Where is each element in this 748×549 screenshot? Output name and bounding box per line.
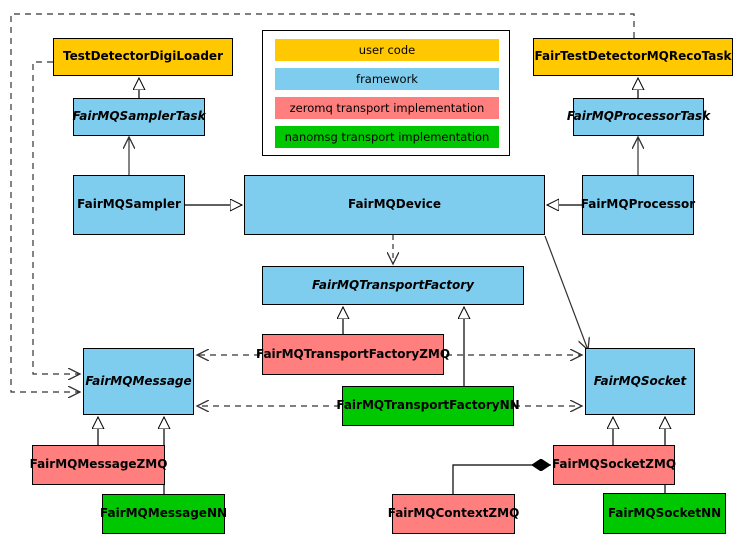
class-label: FairMQTransportFactory xyxy=(312,277,474,292)
class-label: FairMQSocket xyxy=(593,373,687,388)
edge-contextzmq-to-socketzmq xyxy=(452,465,551,494)
class-node-fairmqmessagezmq[interactable]: FairMQMessageZMQ xyxy=(29,445,168,485)
legend-item-zeromq: zeromq transport implementation xyxy=(275,97,499,119)
class-node-fairmqsocketzmq[interactable]: FairMQSocketZMQ xyxy=(551,445,677,485)
class-label: FairMQTransportFactoryNN xyxy=(336,398,520,413)
class-label: FairMQSocketNN xyxy=(607,505,722,520)
class-label: FairMQMessage xyxy=(85,373,192,388)
class-node-fairmqtransportfactoryzmq[interactable]: FairMQTransportFactoryZMQ xyxy=(256,334,450,375)
class-node-testdetectordigiloader[interactable]: TestDetectorDigiLoader xyxy=(53,38,233,76)
class-node-fairmqsamplertask[interactable]: FairMQSamplerTask xyxy=(72,98,206,136)
class-node-fairtestdetectormqrecotask[interactable]: FairTestDetectorMQRecoTask xyxy=(533,38,733,76)
legend-label-zeromq: zeromq transport implementation xyxy=(289,101,485,115)
legend-label-framework: framework xyxy=(356,72,418,86)
legend: user code framework zeromq transport imp… xyxy=(262,30,510,156)
class-node-fairmqdevice[interactable]: FairMQDevice xyxy=(244,175,545,235)
edge-device-to-socket xyxy=(544,235,588,350)
class-label: TestDetectorDigiLoader xyxy=(62,49,223,64)
legend-item-nanomsg: nanomsg transport implementation xyxy=(275,126,499,148)
class-node-fairmqsampler[interactable]: FairMQSampler xyxy=(73,175,185,235)
class-node-fairmqtransportfactorynn[interactable]: FairMQTransportFactoryNN xyxy=(336,386,520,426)
class-node-fairmqprocessortask[interactable]: FairMQProcessorTask xyxy=(567,98,710,136)
class-label: FairMQSocketZMQ xyxy=(551,457,677,472)
class-label: FairMQMessageZMQ xyxy=(29,457,168,472)
class-node-fairmqmessage[interactable]: FairMQMessage xyxy=(83,348,194,415)
class-label: FairTestDetectorMQRecoTask xyxy=(534,49,732,64)
class-label: FairMQTransportFactoryZMQ xyxy=(255,346,451,361)
legend-label-user-code: user code xyxy=(358,43,416,57)
class-node-fairmqprocessor[interactable]: FairMQProcessor xyxy=(580,175,696,235)
legend-item-user-code: user code xyxy=(275,39,499,61)
legend-item-framework: framework xyxy=(275,68,499,90)
class-node-fairmqmessagenn[interactable]: FairMQMessageNN xyxy=(99,494,228,534)
class-label: FairMQContextZMQ xyxy=(387,506,520,521)
class-node-fairmqsocketnn[interactable]: FairMQSocketNN xyxy=(603,493,726,534)
class-label: FairMQDevice xyxy=(347,197,442,212)
class-node-fairmqcontextzmq[interactable]: FairMQContextZMQ xyxy=(388,494,519,534)
class-node-fairmqsocket[interactable]: FairMQSocket xyxy=(585,348,695,415)
class-label: FairMQMessageNN xyxy=(99,506,228,521)
class-label: FairMQSampler xyxy=(77,197,181,212)
class-node-fairmqtransportfactory[interactable]: FairMQTransportFactory xyxy=(262,266,524,305)
legend-label-nanomsg: nanomsg transport implementation xyxy=(284,130,490,144)
class-label: FairMQProcessorTask xyxy=(566,109,711,124)
class-label: FairMQProcessor xyxy=(580,197,696,212)
class-label: FairMQSamplerTask xyxy=(72,109,206,124)
